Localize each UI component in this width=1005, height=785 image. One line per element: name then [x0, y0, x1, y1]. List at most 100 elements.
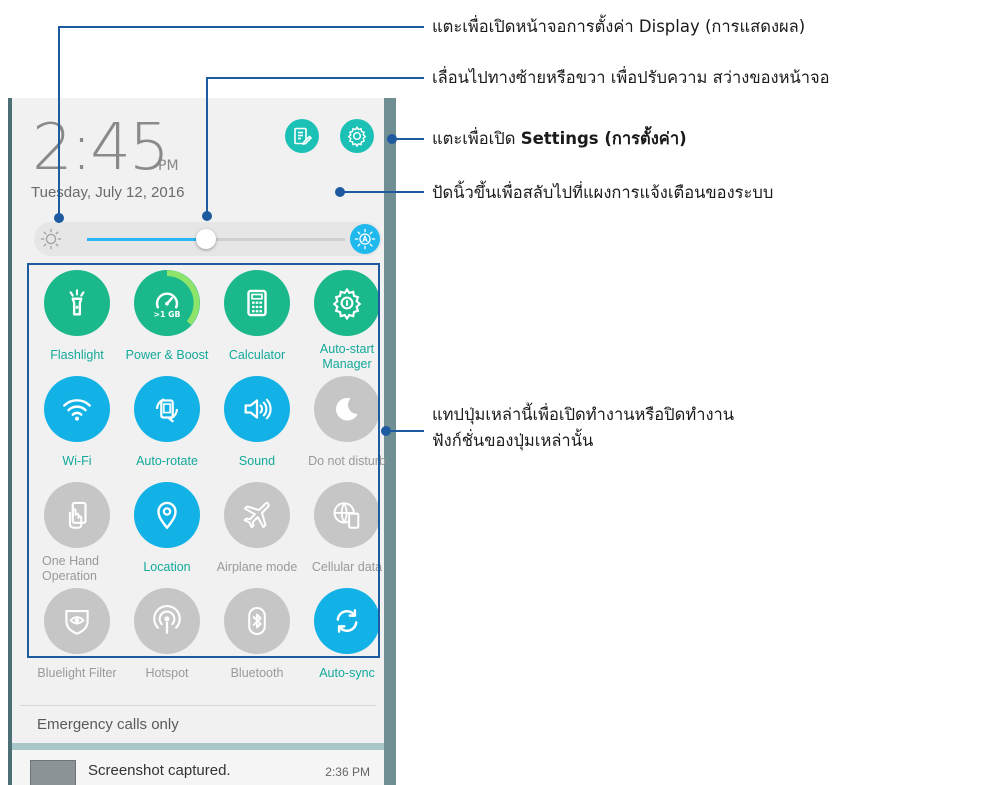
annotation-display: แตะเพื่อเปิดหน้าจอการตั้งค่า Display (กา… [432, 17, 806, 36]
gear-icon [347, 125, 367, 147]
brightness-slider-thumb[interactable] [195, 229, 216, 249]
tile-airplane-mode[interactable]: Airplane mode [212, 482, 302, 575]
callout-dot-brightness [202, 211, 212, 221]
tile-button-bluetooth[interactable] [224, 588, 290, 654]
tile-label-power-boost: Power & Boost [125, 348, 209, 362]
brightness-bar [34, 222, 382, 256]
callout-line-brightness-vertical [206, 78, 208, 216]
globe-phone-icon [333, 502, 360, 529]
tile-label-one-hand-operation: One Hand Operation [42, 554, 99, 583]
brightness-slider[interactable] [87, 229, 345, 249]
callout-line-settings [392, 138, 424, 140]
tile-button-auto-rotate[interactable] [134, 376, 200, 442]
display-settings-button[interactable] [285, 119, 319, 153]
note-edit-icon [294, 127, 312, 146]
tile-button-one-hand-operation[interactable] [44, 482, 110, 548]
tile-hotspot[interactable]: Hotspot [122, 588, 212, 681]
tile-flashlight[interactable]: Flashlight [32, 270, 122, 363]
tile-button-calculator[interactable] [224, 270, 290, 336]
tile-button-flashlight[interactable] [44, 270, 110, 336]
phone-screen: 2:45 PM Tuesday, July 12, 2016 [8, 98, 396, 785]
screenshot-thumbnail [30, 760, 76, 785]
sync-icon [336, 609, 358, 633]
tile-auto-sync[interactable]: Auto-sync [302, 588, 392, 681]
callout-dot-settings [387, 134, 397, 144]
tile-button-do-not-disturb[interactable] [314, 376, 380, 442]
clock-date: Tuesday, July 12, 2016 [31, 184, 185, 201]
callout-line-display-horizontal [58, 26, 424, 28]
tile-cellular-data[interactable]: Cellular data [302, 482, 392, 575]
tile-wi-fi[interactable]: Wi-Fi [32, 376, 122, 469]
tile-label-wi-fi: Wi-Fi [62, 454, 92, 468]
callout-line-display-vertical [58, 27, 60, 218]
tile-button-auto-sync[interactable] [314, 588, 380, 654]
annotation-tiles-line1: แทปปุ่มเหล่านี้เพื่อเปิดทำงานหรือปิดทำงา… [432, 405, 735, 424]
hotspot-icon [153, 605, 181, 634]
tile-power-boost[interactable]: >1 GB Power & Boost [122, 270, 212, 363]
callout-dot-tiles [381, 426, 391, 436]
tile-label-hotspot: Hotspot [145, 666, 189, 680]
tile-button-hotspot[interactable] [134, 588, 200, 654]
brightness-sun-icon [36, 224, 66, 254]
tile-location[interactable]: Location [122, 482, 212, 575]
callout-line-brightness-horizontal [206, 77, 424, 79]
quick-settings-panel[interactable]: 2:45 PM Tuesday, July 12, 2016 [12, 98, 386, 743]
notification-time: 2:36 PM [325, 765, 370, 779]
speaker-icon [244, 398, 272, 420]
brightness-slider-fill [87, 238, 206, 241]
tile-do-not-disturb[interactable]: Do not disturb [302, 376, 392, 469]
gear-icon [332, 287, 362, 320]
callout-line-tiles [386, 430, 424, 432]
location-pin-icon [157, 501, 177, 529]
tile-label-auto-rotate: Auto-rotate [136, 454, 198, 468]
tile-button-cellular-data[interactable] [314, 482, 380, 548]
boost-ring [166, 270, 200, 325]
clock-ampm: PM [158, 158, 179, 174]
tile-label-bluetooth: Bluetooth [230, 666, 284, 680]
tile-one-hand-operation[interactable]: One Hand Operation [32, 482, 122, 584]
tile-auto-start-manager[interactable]: Auto-start Manager [302, 270, 392, 372]
tile-sound[interactable]: Sound [212, 376, 302, 469]
tile-calculator[interactable]: Calculator [212, 270, 302, 363]
wifi-icon [63, 399, 91, 421]
calculator-icon [247, 289, 267, 317]
tile-button-wi-fi[interactable] [44, 376, 110, 442]
svg-text:>1 GB: >1 GB [154, 310, 181, 319]
flashlight-icon [69, 289, 85, 316]
annotation-brightness: เลื่อนไปทางซ้ายหรือขวา เพื่อปรับความ สว่… [432, 68, 830, 87]
rotate-icon [156, 398, 178, 423]
eye-shield-icon [65, 610, 89, 635]
tiles-highlight-box [27, 263, 380, 658]
tile-bluetooth[interactable]: Bluetooth [212, 588, 302, 681]
tile-button-auto-start-manager[interactable] [314, 270, 380, 336]
annotation-tiles-line2: ฟังก์ชั่นของปุ่มเหล่านั้น [432, 431, 594, 450]
callout-dot-display [54, 213, 64, 223]
callout-dot-swipe [335, 187, 345, 197]
tile-button-power-boost[interactable]: >1 GB [134, 270, 200, 336]
tile-button-bluelight-filter[interactable] [44, 588, 110, 654]
tile-label-auto-sync: Auto-sync [319, 666, 375, 680]
notification-title: Screenshot captured. [88, 762, 231, 779]
clock-time: 2:45 [32, 111, 170, 185]
tile-label-auto-start-manager: Auto-start Manager [319, 342, 375, 371]
speedometer-icon: >1 GB [154, 292, 181, 319]
tile-auto-rotate[interactable]: Auto-rotate [122, 376, 212, 469]
tile-label-calculator: Calculator [228, 348, 286, 362]
airplane-icon [243, 501, 270, 529]
tile-button-airplane-mode[interactable] [224, 482, 290, 548]
tile-label-flashlight: Flashlight [50, 348, 104, 362]
tile-button-sound[interactable] [224, 376, 290, 442]
screenshot-notification[interactable]: Screenshot captured. 2:36 PM [12, 750, 384, 785]
auto-brightness-button[interactable] [350, 224, 380, 254]
tile-bluelight-filter[interactable]: Bluelight Filter [32, 588, 122, 681]
annotation-settings-prefix: แตะเพื่อเปิด [432, 129, 521, 148]
settings-button[interactable] [340, 119, 374, 153]
annotation-settings: แตะเพื่อเปิด Settings (การตั้งค่า) [432, 126, 687, 152]
tile-button-location[interactable] [134, 482, 200, 548]
tile-label-sound: Sound [238, 454, 276, 468]
tile-label-location: Location [143, 560, 191, 574]
one-hand-icon [68, 501, 87, 529]
emergency-calls-status: Emergency calls only [20, 705, 376, 743]
tile-label-bluelight-filter: Bluelight Filter [37, 666, 117, 680]
tile-label-do-not-disturb: Do not disturb [308, 454, 386, 468]
